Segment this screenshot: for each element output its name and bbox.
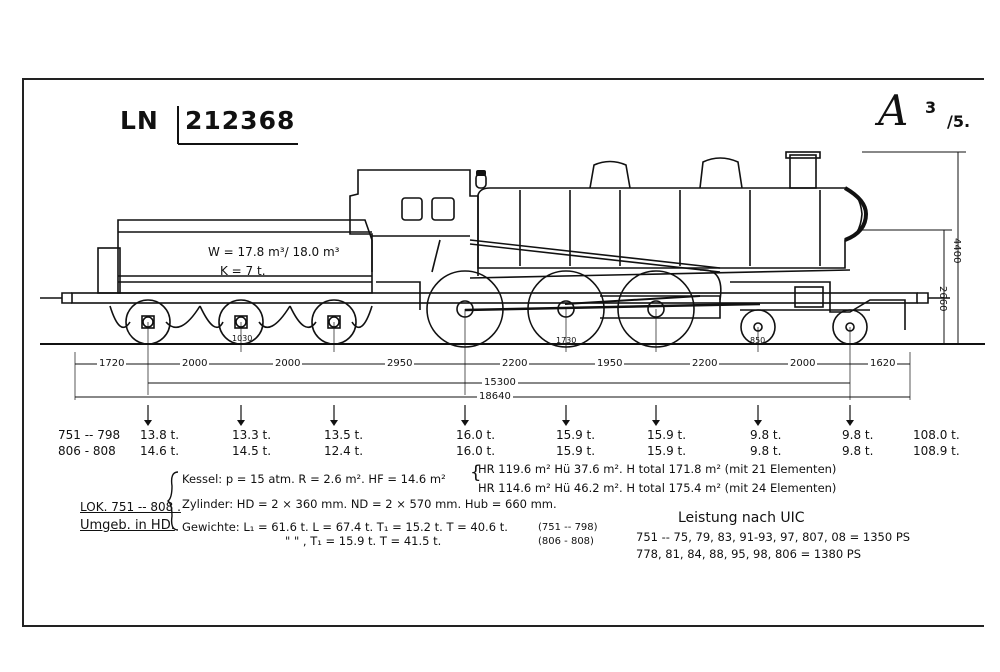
spec-gewichte-note: (751 -- 798) (538, 522, 598, 533)
spec-zylinder: Zylinder: HD = 2 × 360 mm. ND = 2 × 570 … (182, 497, 557, 511)
spacing-dimension: 1620 (868, 358, 898, 369)
axle-load-value: 13.5 t. (324, 428, 364, 442)
drawing-frame (22, 78, 984, 627)
class-axles-total: /5. (947, 112, 971, 131)
class-designation: A (878, 86, 909, 135)
axle-load-value: 15.9 t. (647, 428, 687, 442)
wheel-diameter-tender: 1030 (232, 334, 253, 343)
cab (349, 169, 479, 276)
axle-load-row1-label: 751 -- 798 (58, 428, 121, 442)
spacing-dimension: 1950 (595, 358, 625, 369)
spacing-dimension: 2200 (690, 358, 720, 369)
axle-load-row2-label: 806 - 808 (58, 444, 116, 458)
spec-brace: { (470, 462, 482, 483)
height-boiler: 4400 (951, 238, 962, 264)
axle-load-value: 16.0 t. (456, 444, 496, 458)
axle-load-value: 13.8 t. (140, 428, 180, 442)
ln-label: LN (120, 106, 159, 135)
spec-gewichte-2: " " , T₁ = 15.9 t. T = 41.5 t. (285, 534, 442, 548)
spec-heating-24: HR 114.6 m² Hü 46.2 m². H total 175.4 m²… (478, 481, 837, 495)
axle-load-total: 108.0 t. (913, 428, 960, 442)
spacing-dimension: 1720 (97, 358, 127, 369)
axle-load-total: 108.9 t. (913, 444, 960, 458)
ln-number: 212368 (185, 106, 296, 135)
ln-number-bracket (177, 106, 298, 145)
leistung-row-1: 751 -- 75, 79, 83, 91-93, 97, 807, 08 = … (636, 530, 911, 544)
axle-load-value: 9.8 t. (842, 444, 874, 458)
class-axles-coupled: 3 (925, 98, 937, 117)
axle-load-value: 14.6 t. (140, 444, 180, 458)
boiler (477, 186, 869, 269)
spacing-dimension: 2000 (788, 358, 818, 369)
axle-load-arrows (147, 405, 851, 420)
wheel-diameter-bogie: 850 (750, 336, 766, 345)
axle-center-lines (74, 309, 911, 400)
tender-coal-capacity: K = 7 t. (220, 264, 266, 278)
boiler-domes (475, 151, 821, 189)
main-frame (71, 292, 918, 304)
height-axis: 2660 (937, 286, 948, 312)
spec-heating-21: HR 119.6 m² Hü 37.6 m². H total 171.8 m²… (478, 462, 837, 476)
rebuilt-label: Umgeb. in HD. (80, 518, 175, 533)
leistung-row-2: 778, 81, 84, 88, 95, 98, 806 = 1380 PS (636, 547, 862, 561)
spacing-dimension: 2000 (180, 358, 210, 369)
spec-gewichte: Gewichte: L₁ = 61.6 t. L = 67.4 t. T₁ = … (182, 520, 508, 534)
spec-bracket (166, 471, 179, 531)
axle-load-value: 15.9 t. (556, 444, 596, 458)
spec-kessel: Kessel: p = 15 atm. R = 2.6 m². HF = 14.… (182, 472, 446, 486)
engine-wheelbase-total: 15300 (482, 377, 518, 388)
axle-load-value: 13.3 t. (232, 428, 272, 442)
leistung-title: Leistung nach UIC (678, 510, 805, 526)
axle-load-value: 9.8 t. (842, 428, 874, 442)
running-gear (376, 239, 906, 330)
height-dimensions (862, 151, 966, 344)
axle-load-value: 12.4 t. (324, 444, 364, 458)
spec-gewichte-2-note: (806 - 808) (538, 536, 594, 547)
wheel-diameter-driving: 1730 (556, 336, 577, 345)
buffers (40, 292, 950, 304)
axle-load-value: 15.9 t. (556, 428, 596, 442)
axle-load-value: 15.9 t. (647, 444, 687, 458)
overall-length-total: 18640 (477, 391, 513, 402)
axle-load-value: 9.8 t. (750, 428, 782, 442)
spacing-dimension: 2200 (500, 358, 530, 369)
axle-load-value: 14.5 t. (232, 444, 272, 458)
axle-load-value: 16.0 t. (456, 428, 496, 442)
axle-load-value: 9.8 t. (750, 444, 782, 458)
lok-series-label: LOK. 751 -- 808 . (80, 500, 181, 514)
spacing-dimension: 2950 (385, 358, 415, 369)
tender-water-capacity: W = 17.8 m³/ 18.0 m³ (208, 245, 340, 259)
spacing-dimension: 2000 (273, 358, 303, 369)
